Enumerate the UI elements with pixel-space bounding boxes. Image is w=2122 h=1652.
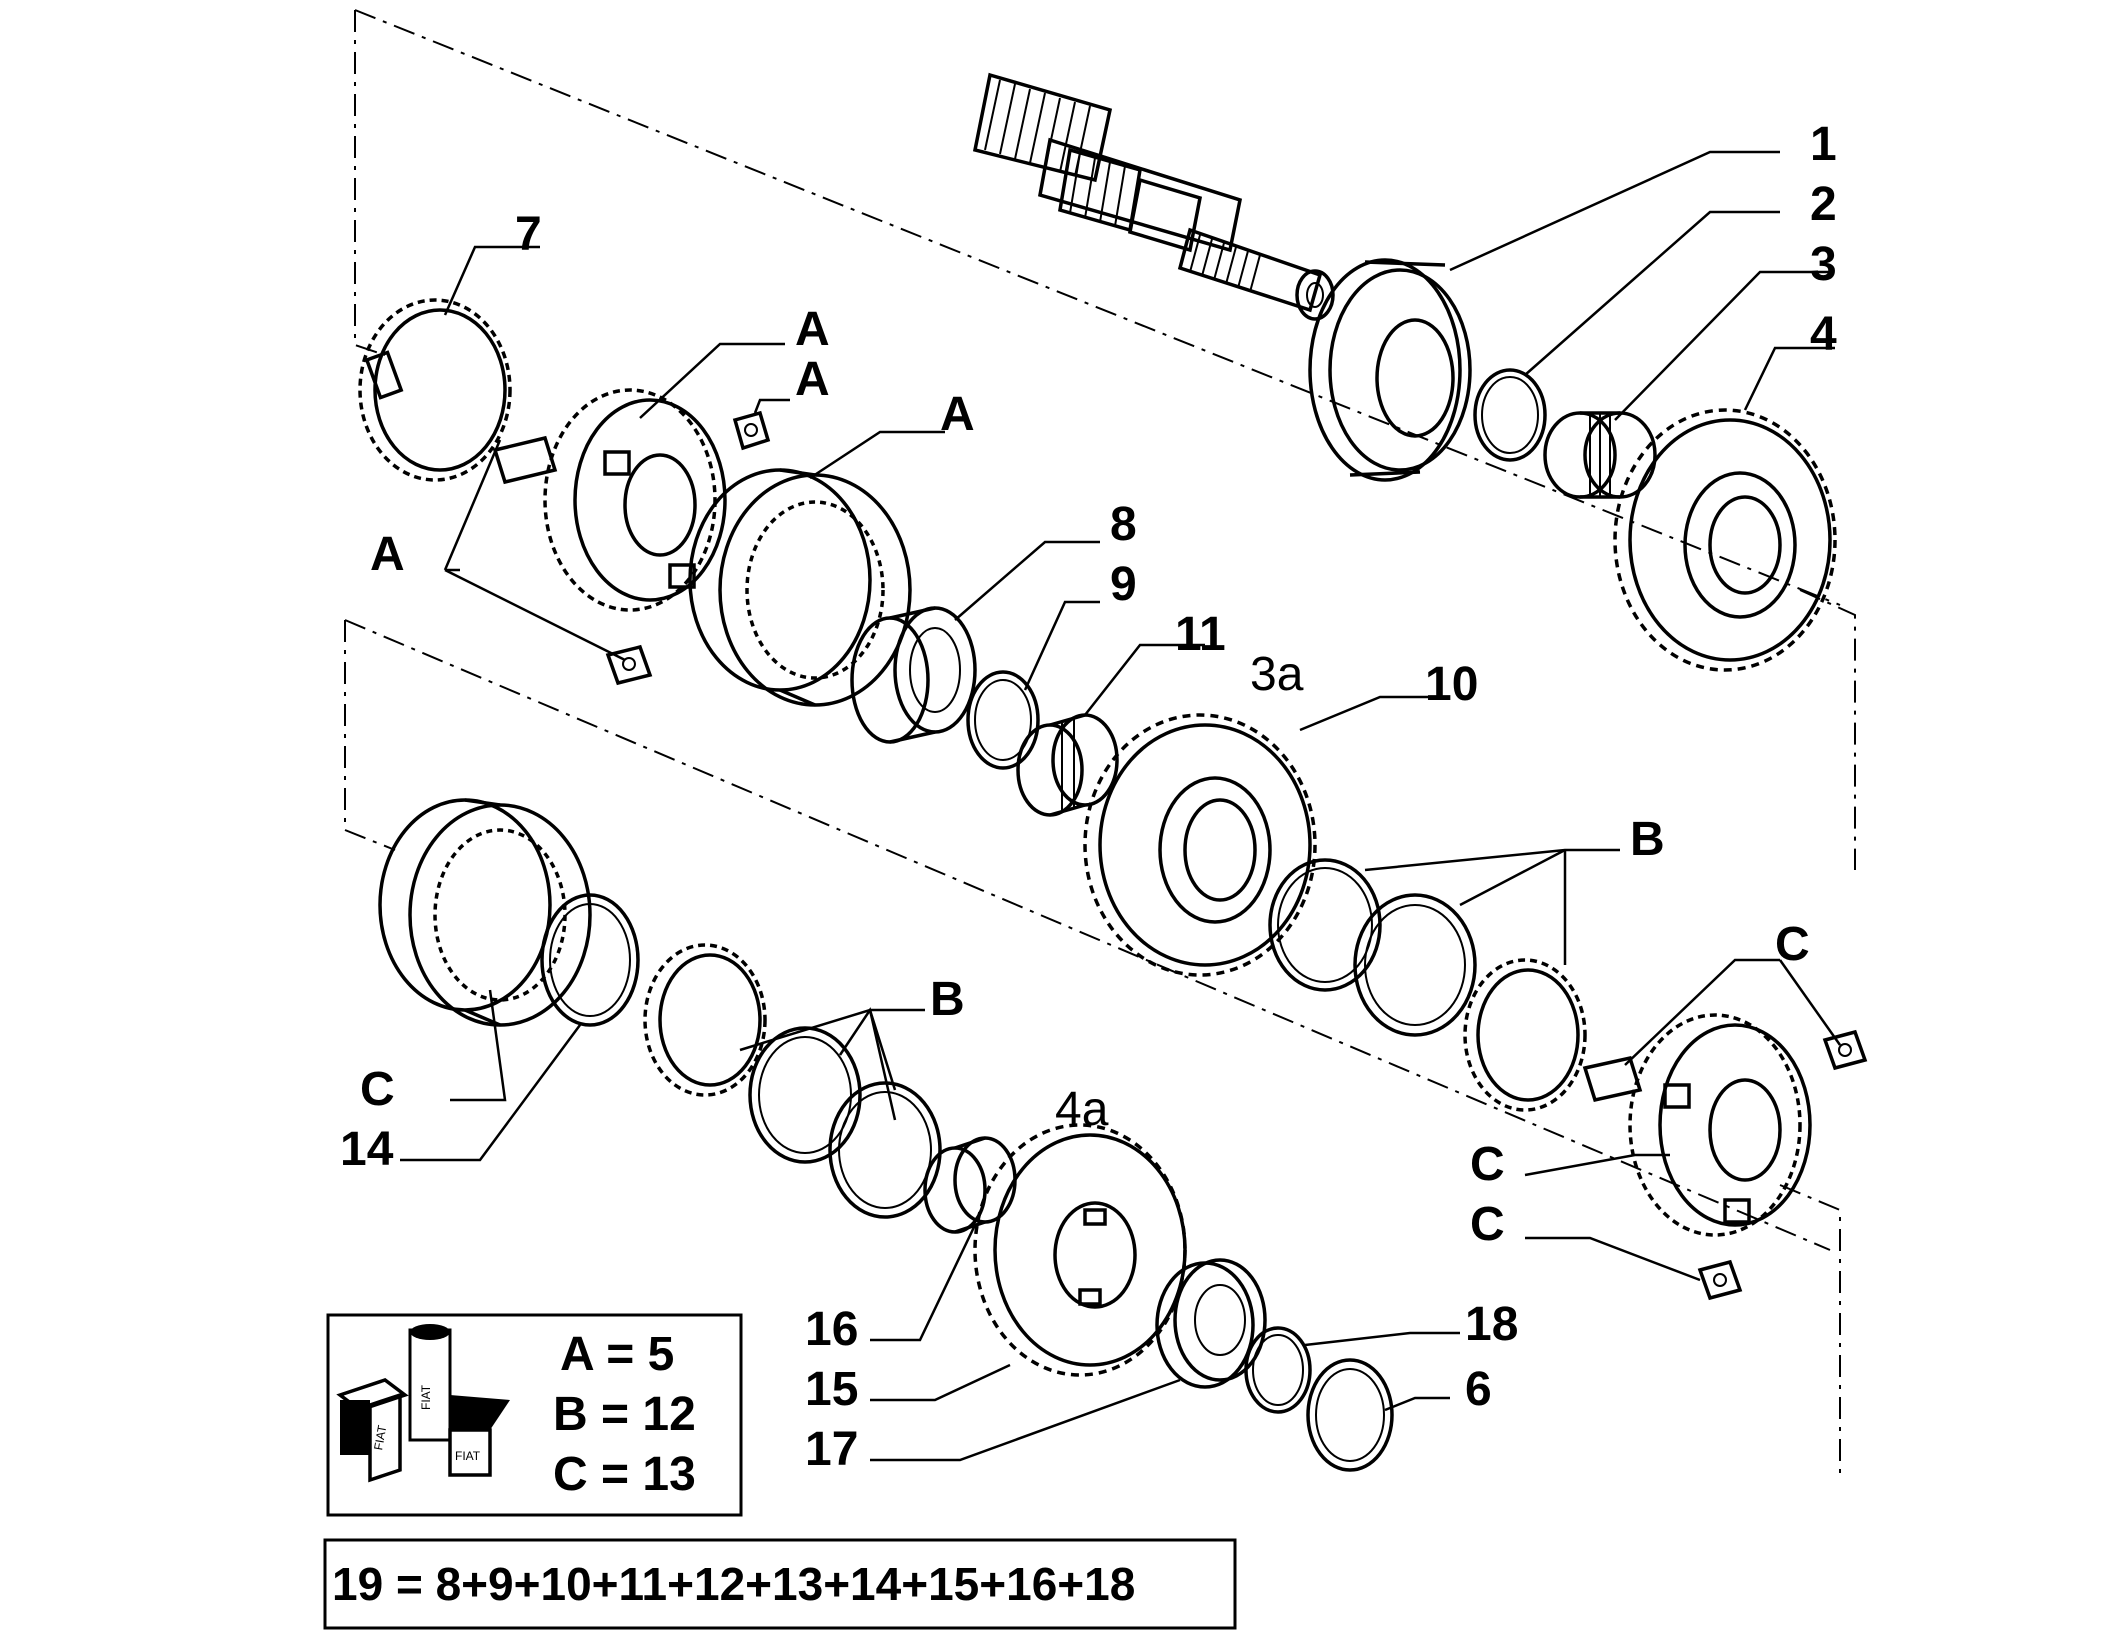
label-8: 8	[1110, 498, 1137, 551]
label-C-right-bottom: C	[1470, 1198, 1505, 1251]
part-3-needle-bearing	[1543, 411, 1657, 499]
part-B-ring-4	[828, 1081, 942, 1219]
part-18-snap-ring	[1244, 1326, 1312, 1414]
part-C-sleeve	[378, 798, 592, 1027]
label-16: 16	[805, 1303, 858, 1356]
label-B-upper: B	[1630, 813, 1665, 866]
label-B-lower: B	[930, 973, 965, 1026]
label-3: 3	[1810, 238, 1837, 291]
kit-legend-box	[326, 1313, 743, 1517]
label-C-right-top: C	[1775, 918, 1810, 971]
part-A-synchro-hub	[543, 388, 727, 612]
assembly-axis-lines	[344, 9, 1856, 1480]
label-A-top: A	[795, 303, 830, 356]
callout-labels: 1 2 3 4 7 A A A A 8 9 11 3a 10 B C C C C…	[340, 118, 1837, 1476]
kit-legend-a: A = 5	[560, 1328, 674, 1381]
part-A-sleeve	[688, 468, 912, 707]
label-4: 4	[1810, 308, 1837, 361]
label-2: 2	[1810, 178, 1837, 231]
assembly-formula: 19 = 8+9+10+11+12+13+14+15+16+18	[323, 1538, 1237, 1630]
kit-legend: FIAT FIAT FIAT A = 5 B = 12 C = 13	[326, 1313, 743, 1517]
logo-text-1: FIAT	[371, 1423, 389, 1451]
part-4-gear	[1613, 408, 1837, 672]
part-A-plate-lower	[605, 644, 653, 686]
label-14: 14	[340, 1123, 394, 1176]
part-15-gear-4a	[973, 1123, 1187, 1377]
part-C-plate-upper	[1822, 1029, 1868, 1071]
label-6: 6	[1465, 1363, 1492, 1416]
part-B-synchro-ring-lower	[643, 943, 767, 1097]
assembly-formula-box	[323, 1538, 1237, 1630]
shaft-part	[972, 72, 1335, 321]
part-8-bushing	[850, 606, 977, 744]
part-C-plate-lower	[1697, 1259, 1743, 1301]
part-14-washer	[540, 893, 640, 1027]
part-2-snap-ring	[1473, 368, 1547, 462]
label-A-third: A	[940, 388, 975, 441]
kit-legend-c: C = 13	[553, 1448, 696, 1501]
part-11-needle-bearing	[1016, 713, 1119, 817]
part-17-bearing	[1155, 1258, 1267, 1389]
label-17: 17	[805, 1423, 858, 1476]
part-10-gear-3a	[1083, 713, 1317, 977]
label-C-left: C	[360, 1063, 395, 1116]
label-15: 15	[805, 1363, 858, 1416]
part-9-ring	[966, 670, 1040, 770]
label-A-left: A	[370, 528, 405, 581]
logo-text-3: FIAT	[455, 1449, 481, 1463]
label-C-right-middle: C	[1470, 1138, 1505, 1191]
logo-text-2: FIAT	[419, 1384, 433, 1410]
label-A-second: A	[795, 353, 830, 406]
label-18: 18	[1465, 1298, 1518, 1351]
assembly-formula-text: 19 = 8+9+10+11+12+13+14+15+16+18	[332, 1558, 1135, 1610]
part-C-key	[1582, 1055, 1643, 1103]
part-A-plate-upper	[732, 410, 771, 451]
part-7-synchro-ring	[358, 298, 512, 482]
part-C-hub	[1628, 1013, 1812, 1237]
label-9: 9	[1110, 558, 1137, 611]
part-1-bearing	[1308, 258, 1472, 482]
label-4a: 4a	[1055, 1083, 1109, 1136]
kit-legend-b: B = 12	[553, 1388, 696, 1441]
label-11: 11	[1175, 608, 1226, 661]
fiat-logo-icon: FIAT FIAT FIAT	[336, 1324, 510, 1483]
part-6-washer	[1306, 1358, 1394, 1472]
part-B-ring-1	[1268, 858, 1382, 992]
part-B-ring-2	[1353, 893, 1477, 1037]
part-A-key	[492, 435, 558, 485]
label-10: 10	[1425, 658, 1478, 711]
label-3a: 3a	[1250, 648, 1304, 701]
label-1: 1	[1810, 118, 1837, 171]
label-7: 7	[515, 208, 542, 261]
leader-lines	[400, 150, 1842, 1462]
part-B-synchro-ring	[1463, 958, 1587, 1112]
